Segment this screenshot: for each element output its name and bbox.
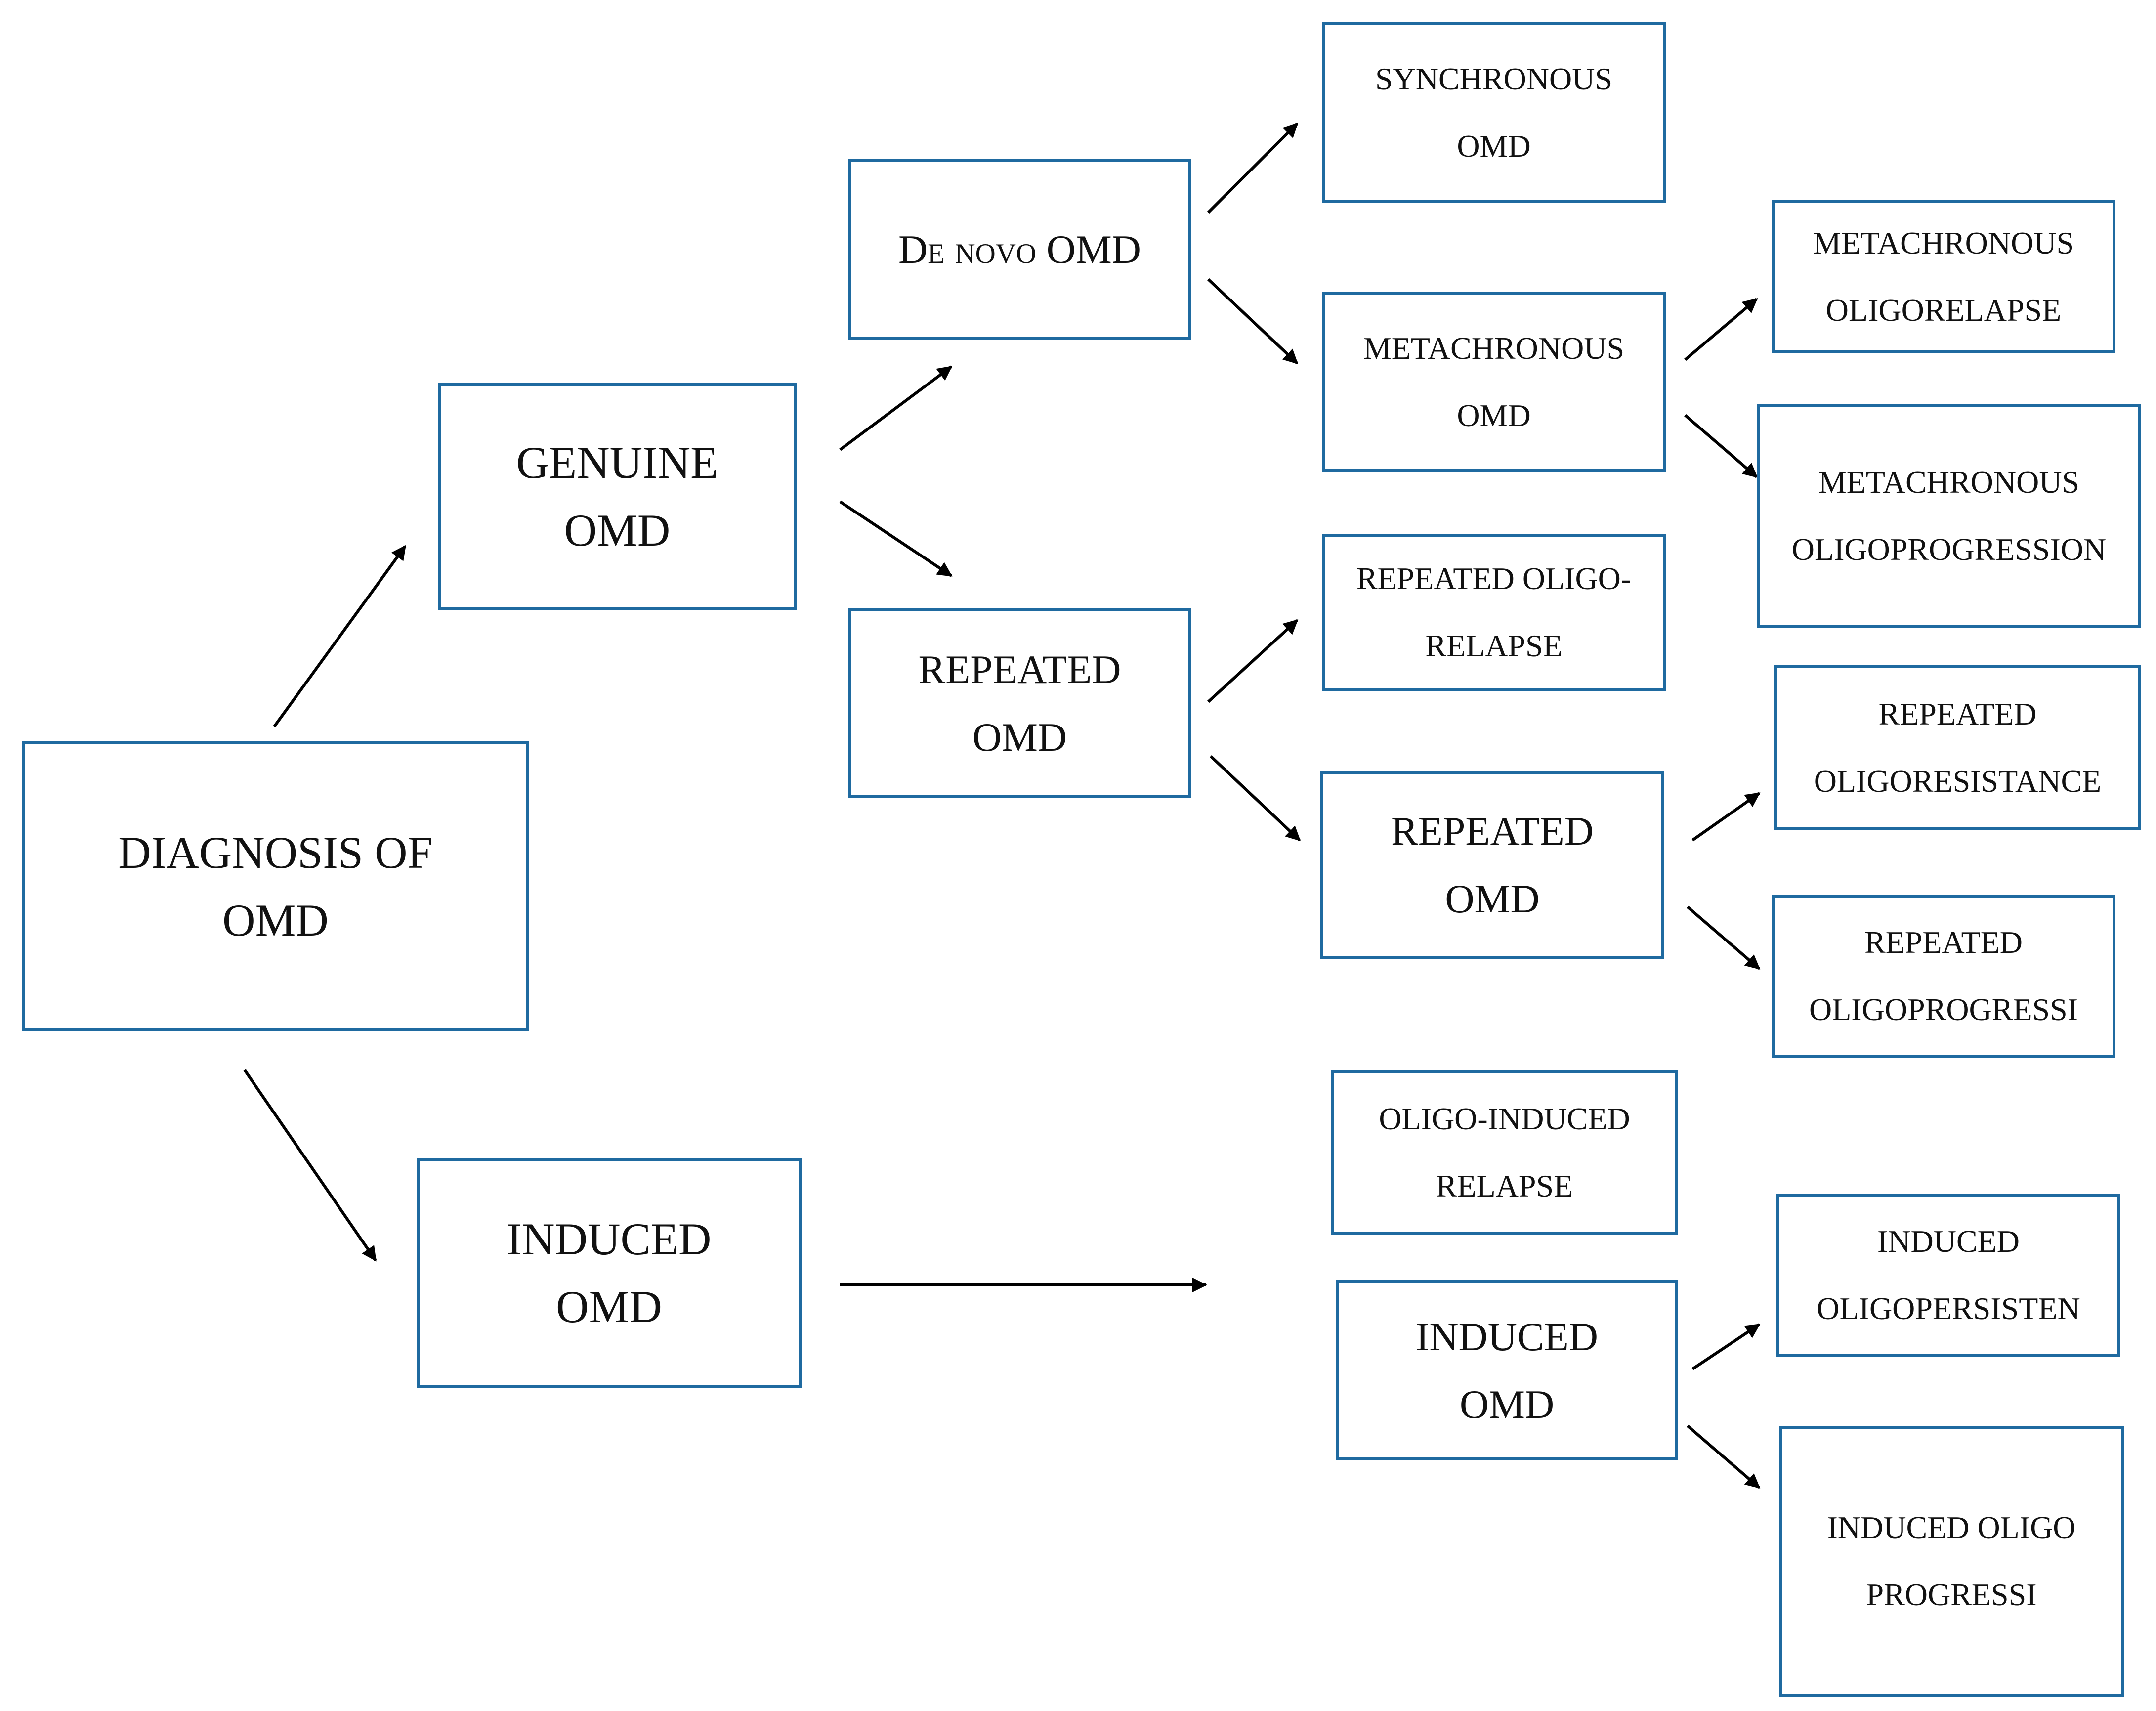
arrow-de-novo-to-synchronous <box>1207 122 1299 214</box>
repeated-oligoresistance-label: REPEATED OLIGORESISTANCE <box>1814 696 2102 799</box>
repeated-oligo-relapse-box: REPEATED OLIGO- RELAPSE <box>1322 534 1666 691</box>
arrow-de-novo-to-metachronous <box>1207 278 1299 365</box>
induced-oligopersisten-label: INDUCED OLIGOPERSISTEN <box>1817 1224 2080 1326</box>
metachronous-oligorelapse-box: METACHRONOUS OLIGORELAPSE <box>1772 200 2115 353</box>
genuine-omd-box: GENUINE OMD <box>438 383 797 610</box>
metachronous-omd-label: METACHRONOUS OMD <box>1363 330 1625 433</box>
arrow-induced-omd-to-oligopersisten <box>1691 1323 1761 1370</box>
arrow-induced-omd-to-oligo-progressi <box>1687 1424 1761 1489</box>
metachronous-oligorelapse-label: METACHRONOUS OLIGORELAPSE <box>1813 225 2074 328</box>
repeated-omd-second-label: REPEATED OMD <box>1391 809 1594 921</box>
diagnosis-of-omd-box: DIAGNOSIS OF OMD <box>22 741 529 1031</box>
metachronous-oligoprogression-label: METACHRONOUS OLIGOPROGRESSION <box>1791 465 2107 567</box>
induced-omd-label: INDUCED OMD <box>507 1213 712 1332</box>
arrow-genuine-to-de-novo <box>839 365 953 451</box>
induced-oligo-progressi-box: INDUCED OLIGO PROGRESSI <box>1779 1426 2124 1697</box>
induced-omd-second-box: INDUCED OMD <box>1336 1280 1678 1460</box>
arrow-diagnosis-to-genuine <box>273 545 407 727</box>
metachronous-oligoprogression-box: METACHRONOUS OLIGOPROGRESSION <box>1757 404 2141 628</box>
arrow-diagnosis-to-induced <box>243 1069 377 1262</box>
oligo-induced-relapse-label: OLIGO-INDUCED RELAPSE <box>1379 1101 1630 1203</box>
arrow-repeated-omd-to-oligoprogressi <box>1687 905 1761 970</box>
oligo-induced-relapse-box: OLIGO-INDUCED RELAPSE <box>1331 1070 1678 1235</box>
induced-oligopersisten-box: INDUCED OLIGOPERSISTEN <box>1776 1194 2120 1357</box>
genuine-omd-label: GENUINE OMD <box>516 437 719 556</box>
de-novo-omd-box: De novo OMD <box>848 159 1191 340</box>
arrow-genuine-to-repeated <box>839 500 953 577</box>
repeated-omd-second-box: REPEATED OMD <box>1320 771 1664 959</box>
synchronous-omd-label: SYNCHRONOUS OMD <box>1375 61 1613 164</box>
repeated-oligo-relapse-label: REPEATED OLIGO- RELAPSE <box>1356 561 1632 663</box>
repeated-omd-box: REPEATED OMD <box>848 608 1191 798</box>
induced-oligo-progressi-label: INDUCED OLIGO PROGRESSI <box>1827 1510 2076 1612</box>
repeated-oligoprogressi-box: REPEATED OLIGOPROGRESSI <box>1772 895 2115 1058</box>
induced-omd-box: INDUCED OMD <box>417 1158 802 1388</box>
repeated-oligoprogressi-label: REPEATED OLIGOPROGRESSI <box>1809 925 2078 1027</box>
arrow-repeated-to-repeated-omd <box>1209 755 1301 842</box>
repeated-omd-label: REPEATED OMD <box>918 646 1121 760</box>
arrow-repeated-to-repeated-oligo-relapse <box>1207 619 1299 703</box>
arrow-repeated-omd-to-oligoresistance <box>1691 792 1761 842</box>
metachronous-omd-box: METACHRONOUS OMD <box>1322 292 1666 472</box>
induced-omd-second-label: INDUCED OMD <box>1416 1314 1598 1427</box>
repeated-oligoresistance-box: REPEATED OLIGORESISTANCE <box>1774 665 2141 830</box>
diagnosis-of-omd-label: DIAGNOSIS OF OMD <box>118 827 433 945</box>
arrow-metachronous-to-oligorelapse <box>1684 298 1758 361</box>
synchronous-omd-box: SYNCHRONOUS OMD <box>1322 22 1666 203</box>
de-novo-omd-label: De novo OMD <box>898 227 1141 272</box>
arrow-metachronous-to-oligoprogression <box>1684 414 1758 478</box>
